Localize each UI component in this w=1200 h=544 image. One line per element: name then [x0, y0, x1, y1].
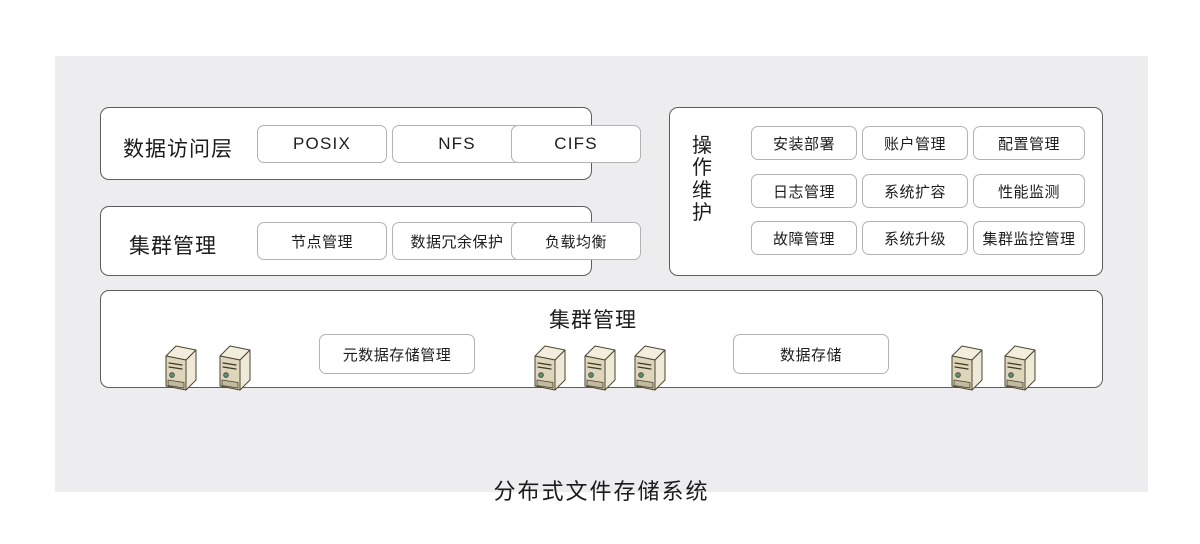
diagram-caption: 分布式文件存储系统: [493, 480, 710, 505]
data-access-layer-label: 数据访问层: [123, 137, 233, 161]
chip-cifs[interactable]: CIFS: [511, 125, 641, 163]
ops-label-char-3: 维: [692, 177, 712, 202]
chip-data-storage[interactable]: 数据存储: [733, 334, 889, 374]
ops-label-char-4: 护: [692, 200, 712, 225]
storage-panel-title: 集群管理: [549, 308, 637, 332]
chip-node-management[interactable]: 节点管理: [257, 222, 387, 260]
server-tower-icon: [218, 344, 252, 392]
chip-nfs[interactable]: NFS: [392, 125, 522, 163]
server-tower-icon: [633, 344, 667, 392]
chip-cluster-monitoring-management[interactable]: 集群监控管理: [973, 221, 1085, 255]
chip-account-management[interactable]: 账户管理: [862, 126, 968, 160]
diagram-canvas: 数据访问层 POSIX NFS CIFS 集群管理 节点管理 数据冗余保护 负载…: [55, 56, 1148, 505]
server-tower-icon: [164, 344, 198, 392]
chip-data-redundancy-protection[interactable]: 数据冗余保护: [392, 222, 522, 260]
ops-label-char-2: 作: [692, 155, 712, 180]
chip-system-expansion[interactable]: 系统扩容: [862, 174, 968, 208]
chip-load-balancing[interactable]: 负载均衡: [511, 222, 641, 260]
operations-maintenance-label: 操 作 维 护: [689, 134, 715, 224]
chip-log-management[interactable]: 日志管理: [751, 174, 857, 208]
server-tower-icon: [950, 344, 984, 392]
ops-label-char-1: 操: [692, 133, 712, 157]
chip-posix[interactable]: POSIX: [257, 125, 387, 163]
chip-fault-management[interactable]: 故障管理: [751, 221, 857, 255]
chip-config-management[interactable]: 配置管理: [973, 126, 1085, 160]
server-tower-icon: [533, 344, 567, 392]
server-tower-icon: [583, 344, 617, 392]
chip-install-deploy[interactable]: 安装部署: [751, 126, 857, 160]
server-tower-icon: [1003, 344, 1037, 392]
chip-metadata-storage-management[interactable]: 元数据存储管理: [319, 334, 475, 374]
cluster-management-label: 集群管理: [129, 234, 217, 258]
chip-system-upgrade[interactable]: 系统升级: [862, 221, 968, 255]
chip-performance-monitoring[interactable]: 性能监测: [973, 174, 1085, 208]
